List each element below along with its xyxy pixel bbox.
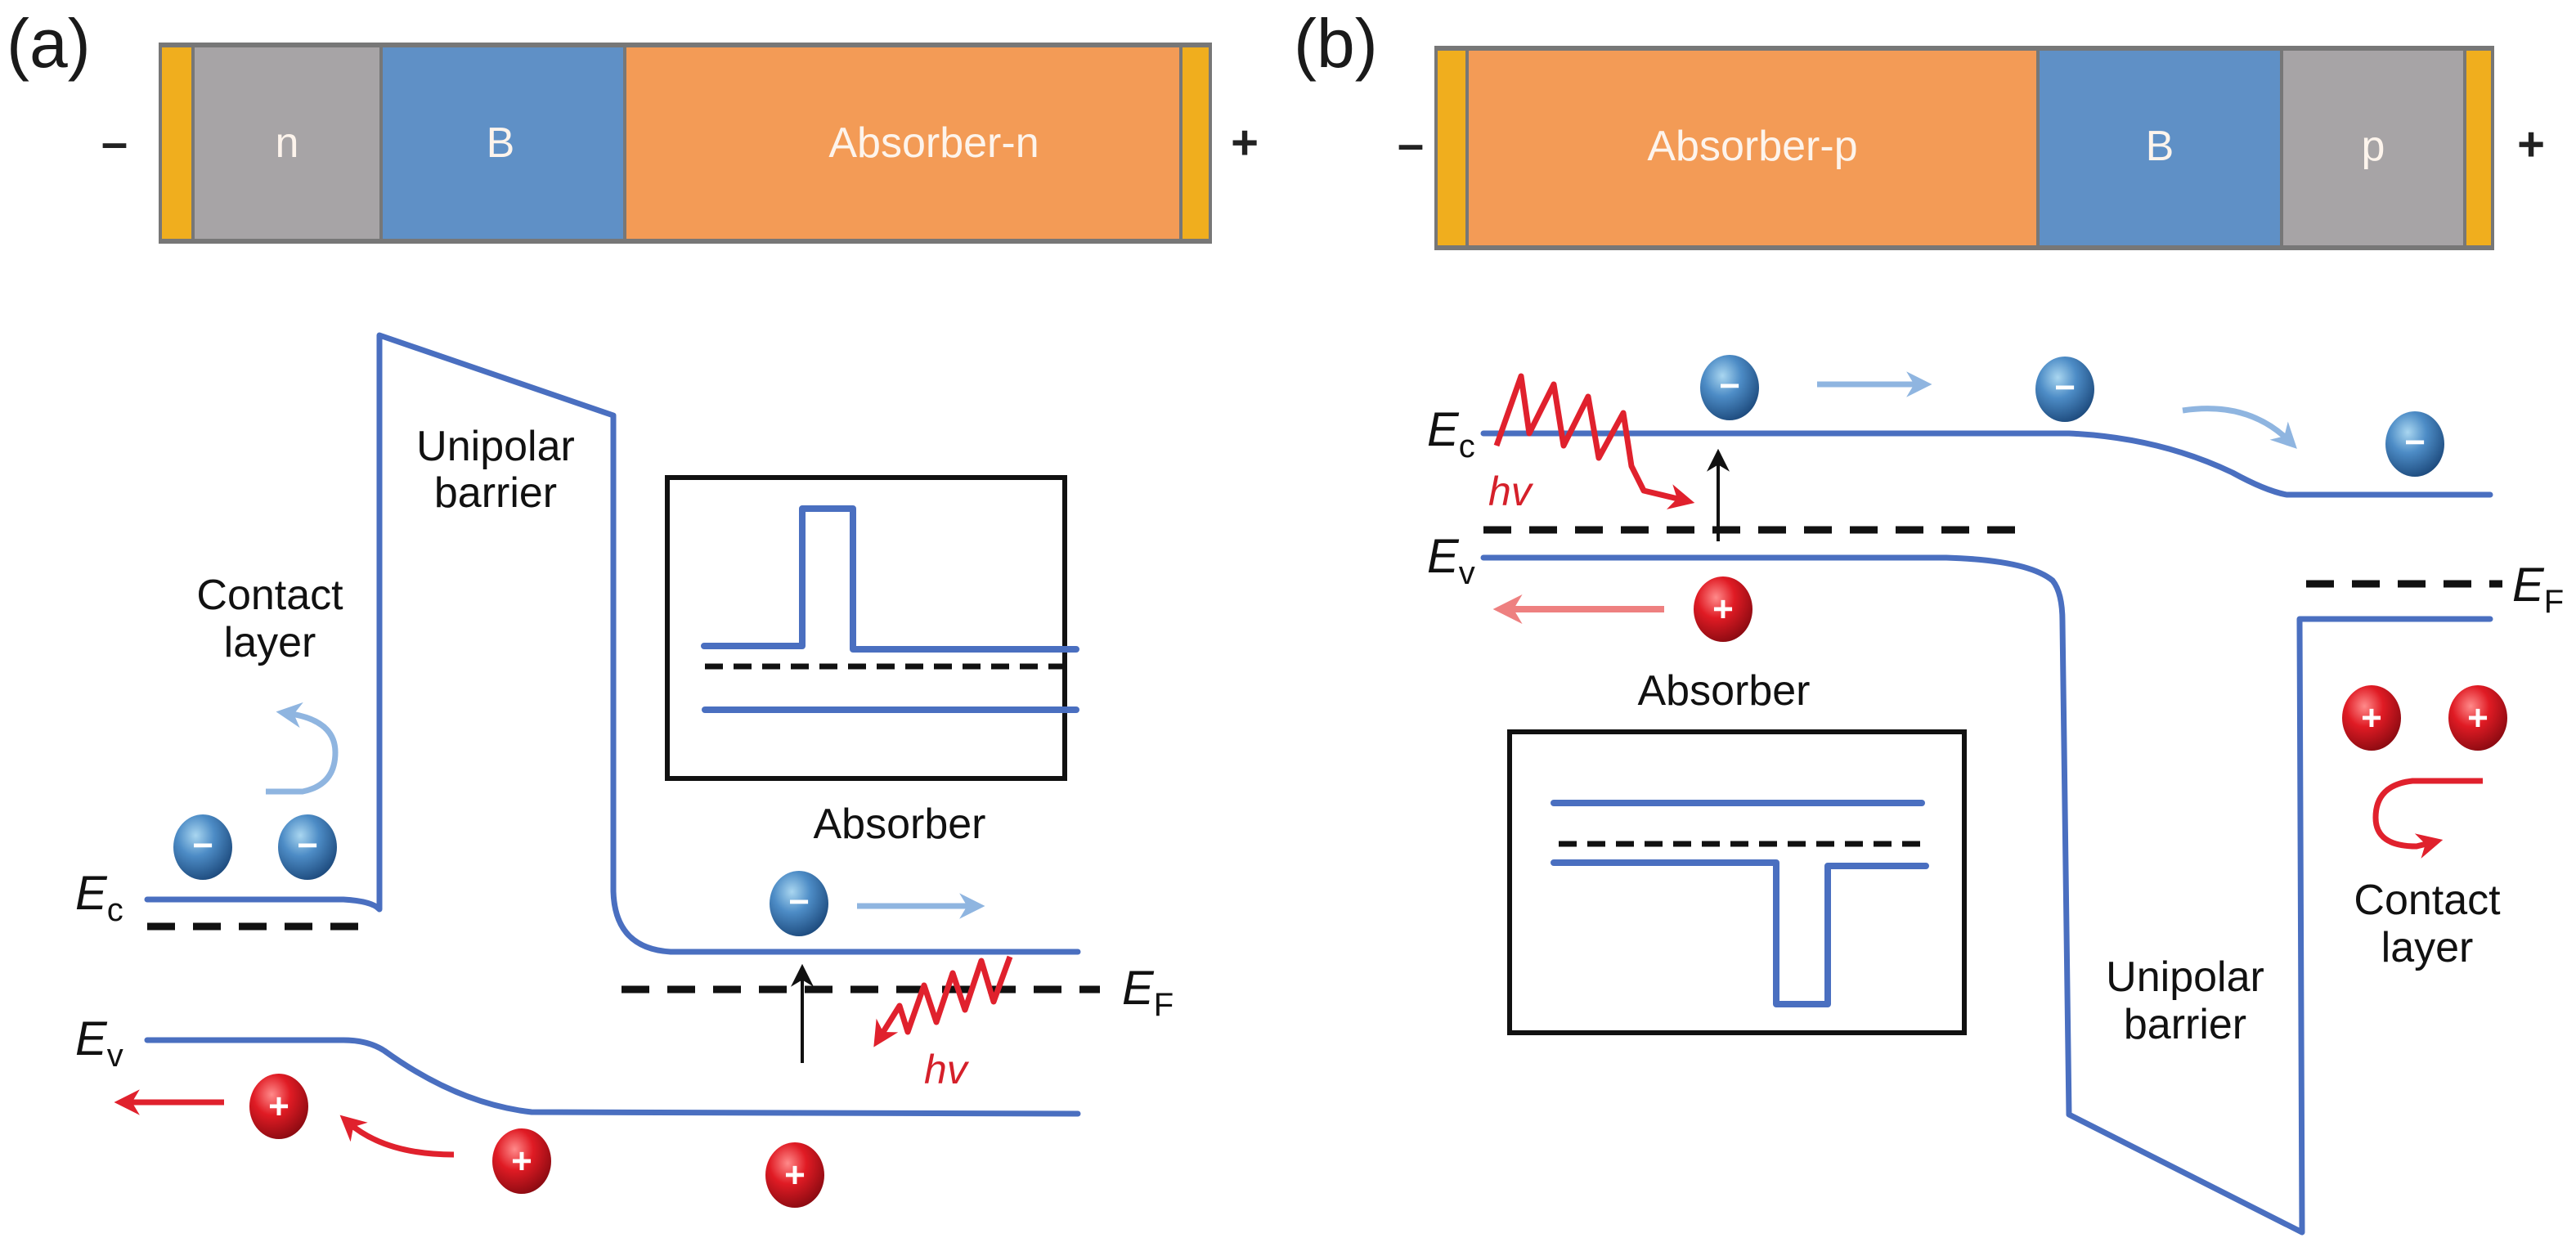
- contact-layer-label-line1: Contact: [196, 572, 343, 619]
- svg-text:+: +: [511, 1142, 532, 1182]
- ec-label-a: Ec: [75, 867, 123, 928]
- layer-contact-left: [1438, 51, 1465, 245]
- contact-layer-label-line2: layer: [224, 619, 316, 666]
- layer-label-absorber: Absorber-p: [1647, 123, 1857, 170]
- layer-label-absorber: Absorber-n: [828, 119, 1039, 167]
- hole-reflect-arrow-icon: [2372, 778, 2483, 859]
- valence-band-a: [144, 1037, 1081, 1117]
- absorber-label: Absorber: [1638, 667, 1811, 715]
- absorber-label: Absorber: [814, 801, 986, 848]
- layer-contact-right: [2466, 51, 2491, 245]
- barrier-label-line1: Unipolar: [416, 423, 575, 470]
- electron-reflect-arrow-icon: [266, 702, 339, 795]
- electron: −: [1700, 355, 1759, 420]
- panel-b-label: (b): [1294, 5, 1378, 82]
- svg-text:+: +: [1712, 590, 1734, 630]
- layer-barrier: [2040, 51, 2280, 245]
- panel-a-label: (a): [7, 5, 91, 82]
- layer-p: [2283, 51, 2463, 245]
- photon-wave-icon: [873, 955, 1013, 1047]
- svg-text:+: +: [2467, 698, 2488, 738]
- layer-n: [195, 47, 379, 239]
- svg-text:−: −: [2404, 423, 2426, 463]
- hole: +: [765, 1142, 824, 1208]
- electron: −: [2385, 411, 2444, 477]
- ec-label-b: Ec: [1427, 403, 1475, 464]
- svg-text:−: −: [2054, 368, 2076, 408]
- hole: +: [2342, 685, 2401, 751]
- conduction-band-b: [1480, 430, 2493, 498]
- layer-barrier: [383, 47, 623, 239]
- electron: −: [173, 814, 232, 880]
- inset-barrier-schematic-b: [1507, 729, 1967, 1035]
- layer-contact-left: [162, 47, 191, 239]
- inset-conduction-band: [701, 505, 1079, 653]
- negative-terminal: –: [101, 116, 128, 169]
- photon-wave-icon: [1493, 373, 1695, 509]
- hole: +: [2448, 685, 2507, 751]
- electron-drop-arrow-icon: [2182, 406, 2297, 449]
- ev-label-b: Ev: [1427, 530, 1475, 591]
- conduction-band-a: [144, 332, 1081, 955]
- ev-label-a: Ev: [75, 1012, 123, 1074]
- inset-frame: [1507, 729, 1967, 1035]
- positive-terminal: +: [1231, 116, 1259, 169]
- barrier-label-line2: barrier: [434, 469, 557, 517]
- layer-label-p: p: [2362, 123, 2385, 170]
- svg-text:−: −: [1719, 366, 1740, 406]
- svg-text:+: +: [2361, 698, 2382, 738]
- contact-layer-label-line2: layer: [2381, 924, 2474, 971]
- panel-a: (a) n B Absorber-n – + Contact: [7, 5, 1259, 1208]
- barrier-label-line1: Unipolar: [2106, 953, 2264, 1001]
- contact-layer-label-line1: Contact: [2354, 877, 2501, 924]
- valence-band-b: [1480, 554, 2493, 1236]
- layer-absorber: [1469, 51, 2036, 245]
- svg-text:−: −: [297, 826, 318, 866]
- electron: −: [2035, 357, 2094, 422]
- layer-absorber: [626, 47, 1179, 239]
- inset-frame: [665, 475, 1067, 781]
- hole: +: [249, 1074, 308, 1139]
- svg-text:−: −: [192, 826, 213, 866]
- inset-valence-band: [1551, 859, 1929, 1007]
- negative-terminal: –: [1398, 118, 1424, 171]
- layer-label-barrier: B: [487, 119, 515, 167]
- positive-terminal: +: [2517, 118, 2545, 171]
- hole: +: [492, 1128, 551, 1194]
- layer-label-n: n: [276, 119, 299, 167]
- layer-label-barrier: B: [2146, 123, 2174, 170]
- svg-text:+: +: [268, 1087, 289, 1127]
- barrier-label-line2: barrier: [2124, 1001, 2246, 1048]
- inset-barrier-schematic-a: [665, 475, 1079, 781]
- svg-text:+: +: [784, 1155, 806, 1195]
- hole-drift-arrow-icon: [339, 1115, 455, 1158]
- layer-contact-right: [1183, 47, 1209, 239]
- device-stack-a: n B Absorber-n – +: [101, 43, 1259, 244]
- electron: −: [770, 871, 828, 936]
- panel-b: (b) Absorber-p B p – + Absorber Unipolar…: [1294, 5, 2564, 1236]
- electron: −: [278, 814, 337, 880]
- photon-energy-label: hv: [924, 1047, 970, 1092]
- photon-energy-label: hv: [1488, 469, 1534, 514]
- ef-label-b: EF: [2512, 558, 2564, 620]
- ef-label-a: EF: [1122, 962, 1174, 1023]
- device-stack-b: Absorber-p B p – +: [1398, 46, 2545, 250]
- svg-text:−: −: [788, 882, 810, 922]
- hole: +: [1694, 576, 1752, 642]
